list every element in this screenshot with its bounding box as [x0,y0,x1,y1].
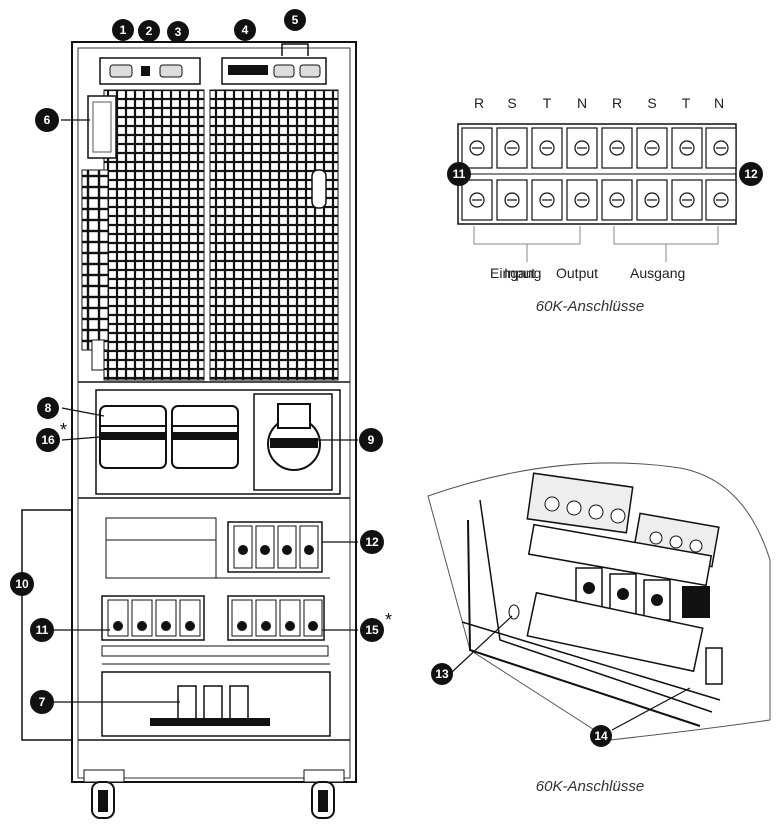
terminal-caption: 60K-Anschlüsse [536,298,644,315]
svg-text:11: 11 [36,623,49,637]
callout-2: 2 [138,20,160,42]
callout-8: 8 [37,397,59,419]
callout-terminal-11: 11 [447,162,471,186]
phase-label: R [612,95,622,111]
casters [83,769,345,819]
svg-text:15: 15 [365,623,379,637]
callout-4: 4 [234,19,256,41]
asterisk-16: * [60,420,67,440]
phase-label: T [682,95,691,111]
phase-label: S [647,95,656,111]
output-label-output: Output [556,265,598,281]
callout-5: 5 [284,9,306,31]
asterisk-15: * [385,610,392,630]
phase-labels: R S T N R S T N [474,95,724,111]
leader-lines [54,119,358,703]
callout-7: 7 [30,690,54,714]
callout-12: 12 [360,530,384,554]
vent-grid-upper-right [209,89,339,381]
terminal-cell [531,179,563,221]
phase-label: N [714,95,724,111]
svg-text:11: 11 [453,167,466,181]
terminal-block-diagram: R S T N R S T N Eingang Input Output Aus… [457,95,737,315]
vent-grid-left [103,89,205,381]
svg-text:2: 2 [146,24,153,38]
svg-text:3: 3 [175,25,182,39]
terminal-cell [705,179,737,221]
callout-14: 14 [590,725,612,747]
svg-text:13: 13 [435,667,449,681]
callout-markers: 1 2 3 4 5 6 8 16 * 9 12 10 11 15 * 7 11 … [10,9,763,747]
svg-text:12: 12 [744,167,758,181]
callout-11: 11 [30,618,54,642]
callout-9: 9 [359,428,383,452]
svg-text:8: 8 [45,401,52,415]
svg-text:14: 14 [594,729,608,743]
svg-text:12: 12 [365,535,379,549]
callout-16: 16 [36,428,60,452]
callout-1: 1 [112,19,134,41]
callout-15: 15 [360,618,384,642]
detail-caption: 60K-Anschlüsse [536,778,644,795]
callout-10: 10 [10,572,34,596]
callout-13: 13 [431,663,453,685]
svg-text:4: 4 [242,23,249,37]
svg-text:16: 16 [41,433,55,447]
svg-text:10: 10 [15,577,29,591]
phase-label: N [577,95,587,111]
svg-text:5: 5 [292,13,299,27]
ups-cabinet [21,41,357,819]
input-label-input: Input [504,265,535,281]
terminal-area [78,497,350,741]
callout-6: 6 [35,108,59,132]
phase-label: S [507,95,516,111]
callout-3: 3 [167,21,189,43]
top-connector-panel [99,57,327,85]
callout-terminal-12: 12 [739,162,763,186]
output-label-ausgang: Ausgang [630,265,685,281]
input-label-eingang: Eingang [490,265,541,281]
phase-label: T [543,95,552,111]
detail-view: 60K-Anschlüsse [427,462,771,795]
phase-label: R [474,95,484,111]
svg-text:6: 6 [44,113,51,127]
svg-text:1: 1 [120,23,127,37]
switch-panel [78,381,350,495]
svg-text:9: 9 [368,433,375,447]
svg-text:7: 7 [39,695,46,709]
